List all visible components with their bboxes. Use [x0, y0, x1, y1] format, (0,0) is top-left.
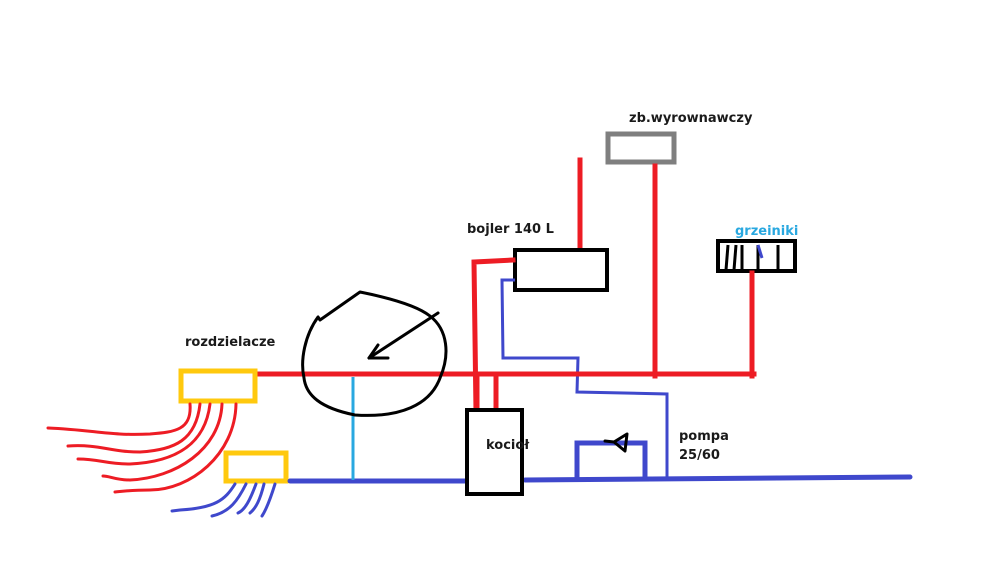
- underfloor-supply-loop: [46, 402, 192, 436]
- manifold-supply: rozdzielacze: [178, 335, 276, 404]
- annotation-circle-outline: [301, 290, 448, 417]
- underfloor-supply-loops: [46, 402, 238, 494]
- expansion-tank-box: [605, 131, 677, 165]
- pump-triangle-icon: [603, 432, 629, 453]
- underfloor-supply-loop: [76, 402, 212, 466]
- radiators: grzeiniki: [716, 224, 798, 273]
- furnace-box: [465, 408, 524, 496]
- radiator-cold-stub: [756, 244, 764, 259]
- underfloor-return-loop: [260, 482, 277, 518]
- manifold-return: [223, 450, 289, 484]
- underfloor-return-loop: [210, 482, 248, 518]
- underfloor-return-loop: [248, 482, 266, 515]
- manifold-return-box: [223, 450, 289, 484]
- boiler-hot-feed-pipe: [471, 257, 516, 415]
- furnace: kocioł: [465, 408, 530, 496]
- radiator-fin: [724, 244, 730, 271]
- annotation-arrow-shaft: [367, 311, 440, 360]
- pump: pompa 25/60: [679, 429, 729, 463]
- pump-bypass-loop: [574, 440, 648, 481]
- annotation-arrow-head-icon: [367, 343, 390, 360]
- manifold-supply-box: [178, 368, 258, 404]
- radiator-fin: [732, 244, 738, 271]
- boiler-tank-box: [513, 248, 609, 292]
- boiler-cold-return-pipe: [500, 278, 669, 478]
- furnace-label: kocioł: [486, 438, 530, 453]
- underfloor-return-loops: [170, 482, 277, 518]
- underfloor-supply-loop: [101, 402, 224, 482]
- radiators-label: grzeiniki: [735, 224, 798, 239]
- annotation-circle: [301, 290, 448, 417]
- pump-name-label: pompa: [679, 429, 729, 444]
- main-cold-return-line-right: [522, 474, 913, 483]
- underfloor-return-loop: [236, 482, 258, 515]
- expansion-tank-label: zb.wyrownawczy: [629, 111, 753, 126]
- underfloor-return-loop: [170, 482, 237, 513]
- expansion-tank: zb.wyrownawczy: [605, 111, 753, 165]
- pump-model-label: 25/60: [679, 448, 720, 463]
- underfloor-supply-loop: [113, 402, 238, 494]
- boiler-tank: bojler 140 L: [467, 157, 609, 292]
- boiler-tank-label: bojler 140 L: [467, 222, 554, 237]
- pump-symbol-icon: [603, 432, 629, 453]
- manifolds-label: rozdzielacze: [185, 335, 276, 350]
- underfloor-supply-loop: [66, 402, 202, 454]
